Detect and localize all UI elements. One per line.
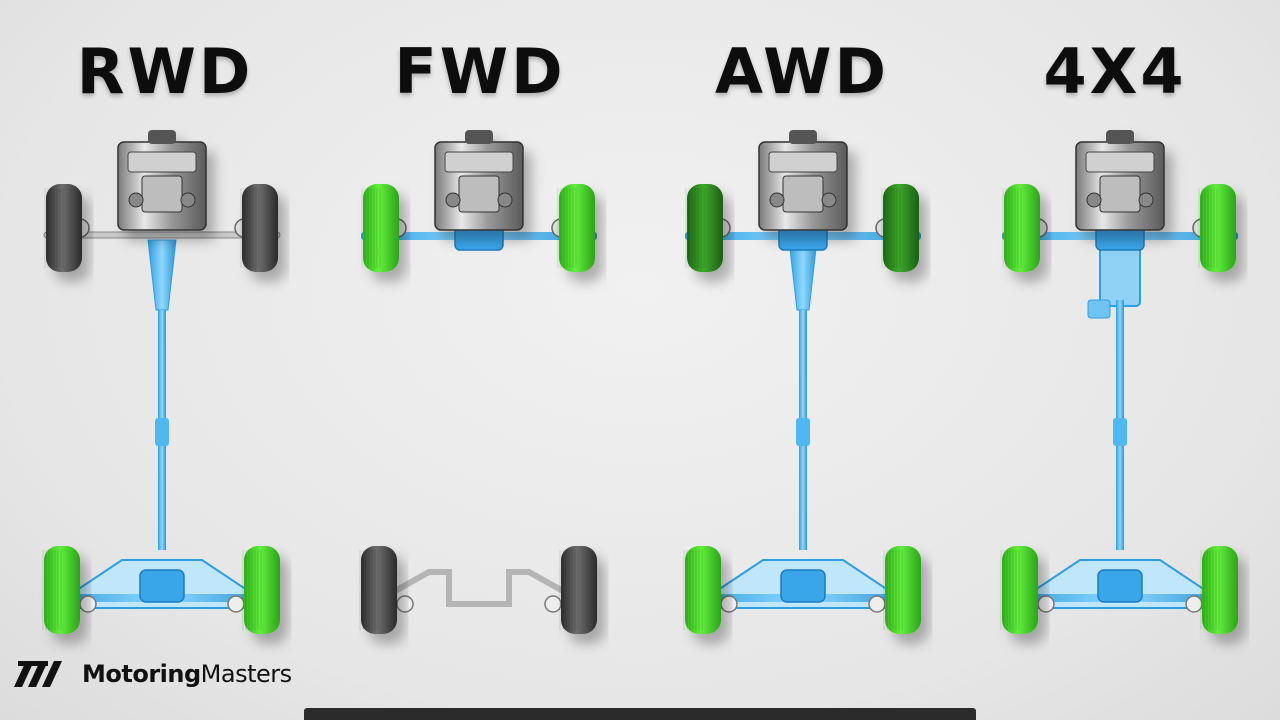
rear-right-wheel [1200, 546, 1238, 634]
driveshaft-joint [155, 418, 169, 446]
brand-name-bold: Motoring [82, 660, 201, 688]
front-left-wheel [1002, 184, 1040, 272]
rear-right-wheel [883, 546, 921, 634]
rear-differential [1097, 569, 1143, 603]
engine [758, 130, 848, 231]
front-right-wheel [557, 184, 595, 272]
brand-name-rest: Masters [200, 660, 292, 688]
brand-name: MotoringMasters [82, 660, 292, 688]
rear-beam-axle [377, 569, 581, 607]
front-left-wheel [685, 184, 723, 272]
front-right-wheel [1198, 184, 1236, 272]
rear-hub-right [544, 595, 562, 613]
rear-right-wheel [242, 546, 280, 634]
rear-left-wheel [683, 546, 721, 634]
engine [117, 130, 207, 231]
title-fwd: FWD [394, 35, 566, 108]
panel-4x4 [1000, 130, 1238, 634]
rear-hub-right [868, 595, 886, 613]
engine [1075, 130, 1165, 231]
front-suspension-arm [43, 231, 281, 239]
panel-fwd [359, 130, 597, 634]
front-right-wheel [881, 184, 919, 272]
panel-rwd [42, 130, 281, 634]
driveshaft-joint [1113, 418, 1127, 446]
rear-differential [139, 569, 185, 603]
engine [434, 130, 524, 231]
rear-hub-left [1037, 595, 1055, 613]
title-awd: AWD [714, 35, 890, 108]
rear-right-wheel [559, 546, 597, 634]
front-left-wheel [44, 184, 82, 272]
rear-differential [780, 569, 826, 603]
rear-hub-left [79, 595, 97, 613]
motoring-masters-logo-icon [14, 661, 62, 687]
rear-hub-left [396, 595, 414, 613]
gearbox-tail [147, 239, 177, 311]
title-rwd: RWD [76, 35, 254, 108]
title-4x4: 4X4 [1043, 35, 1187, 108]
transfer-case-output [1087, 299, 1111, 319]
rear-hub-left [720, 595, 738, 613]
video-progress-bar[interactable] [304, 708, 976, 720]
brand: MotoringMasters [12, 652, 292, 696]
driveshaft-joint [796, 418, 810, 446]
panel-awd [683, 130, 921, 634]
rear-left-wheel [359, 546, 397, 634]
rear-hub-right [1185, 595, 1203, 613]
rear-left-wheel [1000, 546, 1038, 634]
rear-hub-right [227, 595, 245, 613]
front-right-wheel [240, 184, 278, 272]
rear-left-wheel [42, 546, 80, 634]
front-left-wheel [361, 184, 399, 272]
